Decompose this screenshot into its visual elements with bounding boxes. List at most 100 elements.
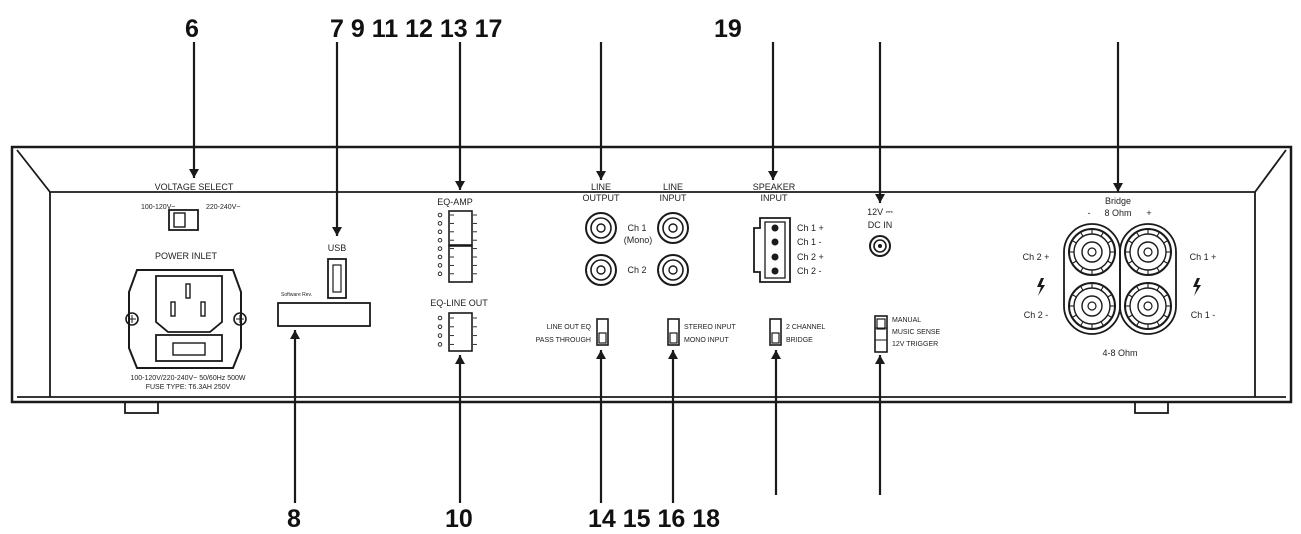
dc-in-label: DC IN xyxy=(868,220,893,230)
callout-14-18: 14 15 16 18 xyxy=(588,505,720,533)
voltage-high-label: 220-240V~ xyxy=(206,204,240,211)
eq-line-out-indicators xyxy=(437,315,477,347)
left-foot xyxy=(124,401,159,414)
mono-input-label: MONO INPUT xyxy=(684,337,729,344)
leader-arrow xyxy=(771,350,781,359)
spk-ch2-plus: Ch 2 + xyxy=(797,252,824,262)
dip-indicator-dot xyxy=(437,333,443,338)
out-ch2-plus-label: Ch 2 + xyxy=(1023,252,1050,262)
inlet-screw-right xyxy=(233,312,247,326)
iec-pin-center xyxy=(185,283,191,299)
iec-pin-left xyxy=(170,301,176,317)
line-output-label-1: LINE xyxy=(591,182,611,192)
rca-line-in-ch2[interactable] xyxy=(657,254,689,286)
input-mode-toggle[interactable] xyxy=(667,318,680,346)
pass-through-label: PASS THROUGH xyxy=(536,337,591,344)
dip-indicator-dot xyxy=(437,221,443,226)
voltage-switch-knob xyxy=(173,212,186,228)
usb-label: USB xyxy=(328,243,347,253)
music-sense-label: MUSIC SENSE xyxy=(892,329,941,336)
rca-ch1-label: Ch 1 xyxy=(627,223,646,233)
leader-arrow xyxy=(596,350,606,359)
speaker-input-label-1: SPEAKER xyxy=(753,182,796,192)
dip-indicator-dot xyxy=(437,315,443,321)
dip-indicator-dot xyxy=(437,263,443,268)
leader-arrow xyxy=(768,171,778,180)
spk-ch2-minus: Ch 2 - xyxy=(797,266,822,276)
dip-indicator-dot xyxy=(437,246,443,251)
speaker-terminal-block[interactable] xyxy=(753,217,791,283)
leader-arrow xyxy=(455,181,465,190)
leader-arrow xyxy=(875,194,885,203)
leader-arrow xyxy=(596,171,606,180)
callout-7-17: 7 9 11 12 13 17 xyxy=(330,15,502,43)
speaker-input: SPEAKER INPUT Ch 1 + Ch 1 - Ch 2 + Ch 2 … xyxy=(753,182,824,283)
bridge-ohm: 8 Ohm xyxy=(1104,208,1131,218)
binding-post-ch1-minus[interactable] xyxy=(1124,282,1172,330)
eq-amp-label: EQ-AMP xyxy=(437,197,473,207)
line-out-eq-toggle[interactable] xyxy=(596,318,609,346)
out-ch1-minus-label: Ch 1 - xyxy=(1191,310,1216,320)
speaker-terminal-1 xyxy=(771,224,779,232)
rca-line-out-ch2[interactable] xyxy=(585,254,617,286)
leader-arrow xyxy=(1113,183,1123,192)
line-out-eq-label: LINE OUT EQ xyxy=(547,324,592,331)
bridge-label: Bridge xyxy=(1105,196,1131,206)
callout-10: 10 xyxy=(445,505,473,533)
binding-post-ch2-plus[interactable] xyxy=(1068,228,1116,276)
amp-mode-toggle[interactable] xyxy=(769,318,782,346)
power-rating: 100-120V/220-240V~ 50/60Hz 500W xyxy=(131,375,246,382)
eq-amp-indicators xyxy=(437,212,477,277)
iec-pin-right xyxy=(200,301,206,317)
leader-arrow xyxy=(668,350,678,359)
software-rev-sticker xyxy=(277,302,371,327)
dip-indicator-dot xyxy=(437,342,443,347)
input-mode-switch: STEREO INPUT MONO INPUT xyxy=(667,318,736,346)
software-rev-label: Software Rev. xyxy=(281,292,312,298)
spk-ch1-plus: Ch 1 + xyxy=(797,223,824,233)
voltage-select: VOLTAGE SELECT 100-120V~ 220-240V~ xyxy=(141,182,240,231)
rca-line-out-ch1[interactable] xyxy=(585,212,617,244)
iec-socket[interactable] xyxy=(155,275,223,333)
speaker-terminal-4 xyxy=(771,267,779,275)
dc-12v-label: 12V ⎓ xyxy=(867,207,893,217)
eq-line-out-label: EQ-LINE OUT xyxy=(430,298,488,308)
manual-label: MANUAL xyxy=(892,317,921,324)
callout-8: 8 xyxy=(287,505,301,533)
dip-indicator-dot xyxy=(437,271,443,277)
binding-post-ch2-minus[interactable] xyxy=(1068,282,1116,330)
dc-jack[interactable] xyxy=(869,235,891,257)
eq-amp-bank-2[interactable] xyxy=(448,245,473,283)
eq-amp-bank-1[interactable] xyxy=(448,210,473,246)
amp-mode-switch: 2 CHANNEL BRIDGE xyxy=(769,318,825,346)
voltage-low-label: 100-120V~ xyxy=(141,204,175,211)
bridge-minus: - xyxy=(1088,208,1091,218)
right-foot xyxy=(1134,401,1169,414)
eq-line-out-dip-switches: EQ-LINE OUT xyxy=(430,298,488,352)
rca-section: LINE OUTPUT LINE INPUT Ch 1 (Mono) Ch 2 xyxy=(583,182,689,286)
rca-ch2-label: Ch 2 xyxy=(627,265,646,275)
dip-indicator-dot xyxy=(437,212,443,218)
rca-mono-label: (Mono) xyxy=(624,235,653,245)
lightning-icon xyxy=(1037,278,1045,296)
rca-line-in-ch1[interactable] xyxy=(657,212,689,244)
usb-section: USB Software Rev. xyxy=(277,243,371,327)
inlet-screw-left xyxy=(125,312,139,326)
out-ch1-plus-label: Ch 1 + xyxy=(1190,252,1217,262)
two-channel-label: 2 CHANNEL xyxy=(786,324,825,331)
trigger-12v-label: 12V TRIGGER xyxy=(892,341,938,348)
speaker-terminal-2 xyxy=(771,238,779,246)
dip-indicator-dot xyxy=(437,229,443,235)
dip-indicator-dot xyxy=(437,237,443,243)
out-ch2-minus-label: Ch 2 - xyxy=(1024,310,1049,320)
chassis xyxy=(10,145,1293,414)
eq-line-out-bank[interactable] xyxy=(448,312,473,352)
bridge-mode-label: BRIDGE xyxy=(786,337,813,344)
dip-indicator-dot xyxy=(437,324,443,330)
fuse-drawer-tab xyxy=(172,342,206,356)
power-inlet-label: POWER INLET xyxy=(155,251,218,261)
leader-arrow xyxy=(455,355,465,364)
stereo-input-label: STEREO INPUT xyxy=(684,324,736,331)
binding-post-ch1-plus[interactable] xyxy=(1124,228,1172,276)
line-input-label-2: INPUT xyxy=(660,193,688,203)
